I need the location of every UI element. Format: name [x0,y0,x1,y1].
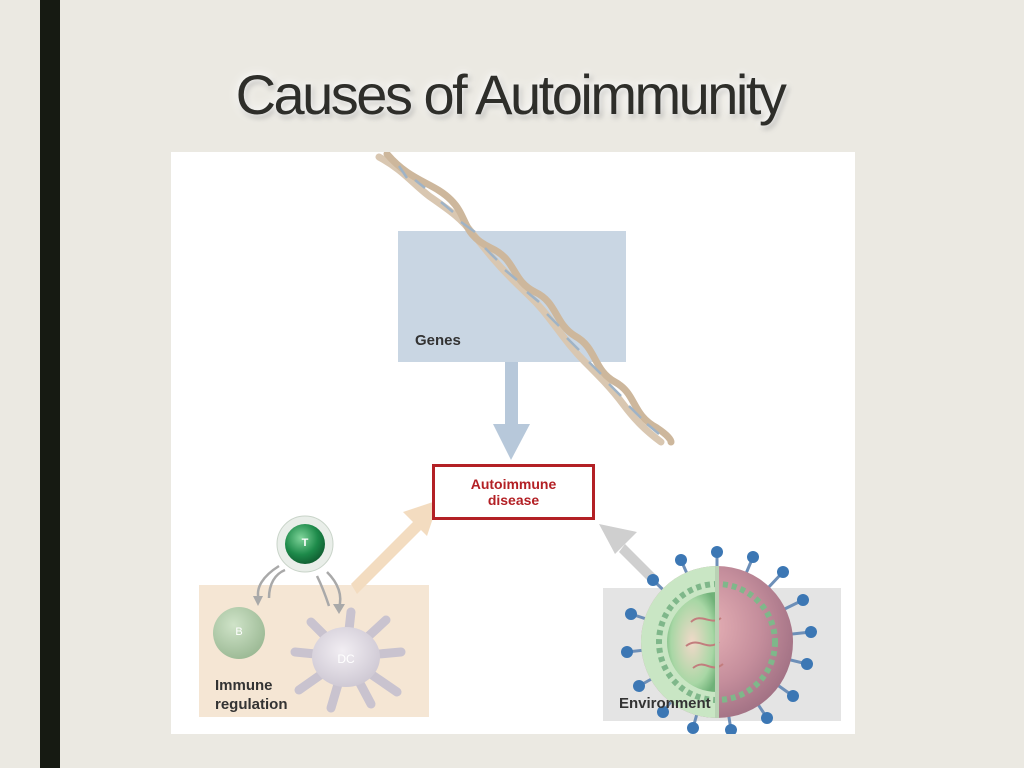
autoimmune-disease-box: Autoimmune disease [432,464,595,520]
diagram-graphics [199,152,841,734]
autoimmune-disease-label: Autoimmune disease [470,476,557,508]
t-cell-icon [276,515,334,573]
genes-box [398,231,626,362]
virus-icon [621,546,817,734]
environment-label: Environment [619,695,711,712]
environment-arrow [599,524,657,584]
genes-arrow [493,362,530,460]
b-cell-letter: B [235,626,243,638]
diagram-figure: Genes Autoimmune disease Immune regulati… [171,152,855,734]
interaction-arrows [253,564,345,614]
slide-title: Causes of Autoimmunity [235,63,787,126]
left-accent-bar [40,0,60,768]
dendritic-cell-letter: DC [337,652,355,666]
t-cell-letter: T [301,537,309,549]
genes-label: Genes [415,332,461,349]
immune-regulation-label: Immune regulation [215,677,288,713]
immune-arrow [351,500,439,594]
dna-helix-icon [375,152,675,446]
b-cell-icon [213,607,265,659]
dendritic-cell-icon [290,607,406,713]
